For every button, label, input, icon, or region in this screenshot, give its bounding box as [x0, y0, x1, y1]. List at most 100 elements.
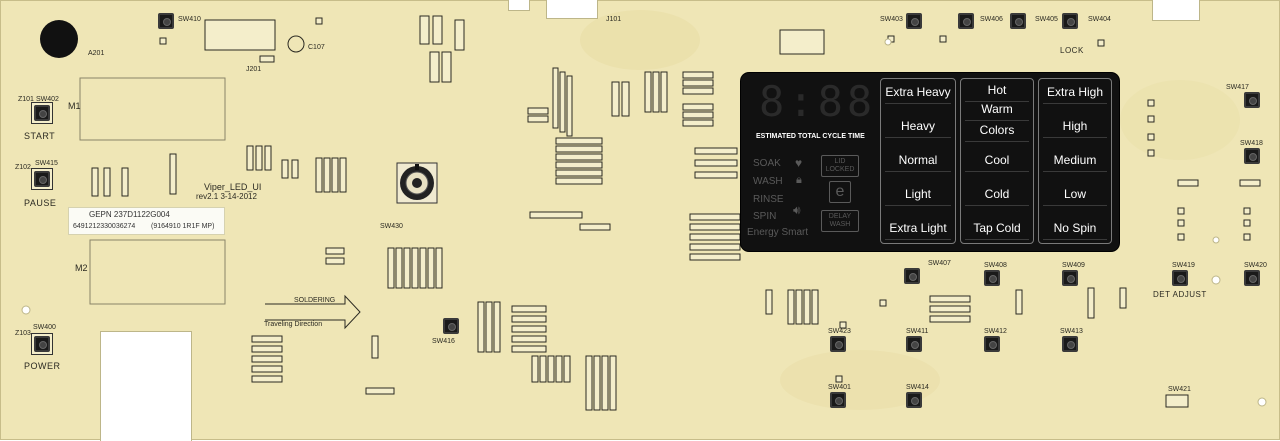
m2-label: M2 [75, 263, 88, 273]
switch-sw414[interactable] [906, 392, 922, 408]
temp-option[interactable]: Warm [961, 102, 1033, 121]
soak-indicator: SOAK [753, 158, 781, 169]
refdes-label: SW411 [906, 328, 929, 335]
temp-option[interactable]: Hot [961, 83, 1033, 102]
switch-sw407[interactable] [904, 268, 920, 284]
board-name: Viper_LED_UI [204, 182, 262, 192]
refdes-label: SW405 [1035, 16, 1058, 23]
refdes-label: SW417 [1226, 84, 1249, 91]
refdes-label: SW402 [36, 96, 59, 103]
temperature-column: Hot Warm Colors Cool Cold Tap Cold [960, 78, 1034, 244]
det-adjust-button[interactable] [1172, 270, 1188, 286]
refdes-label: J201 [246, 66, 262, 73]
soldering-label: SOLDERING [294, 297, 336, 304]
refdes-label: Z103 [15, 330, 31, 337]
switch-sw410[interactable] [158, 13, 174, 29]
refdes-label: SW420 [1244, 262, 1267, 269]
refdes-label: A201 [88, 50, 105, 57]
delay-wash-indicator: DELAY WASH [821, 210, 859, 232]
buzzer-component [40, 20, 78, 58]
switch-sw409[interactable] [1062, 270, 1078, 286]
switch-sw416[interactable] [443, 318, 459, 334]
cycle-time-label: ESTIMATED TOTAL CYCLE TIME [756, 133, 865, 140]
switch-sw413[interactable] [1062, 336, 1078, 352]
soil-option[interactable]: Extra Heavy [881, 85, 955, 104]
soil-level-column: Extra Heavy Heavy Normal Light Extra Lig… [880, 78, 956, 244]
refdes-label: SW416 [432, 338, 455, 345]
board-revision: rev2.1 3-14-2012 [196, 192, 257, 201]
refdes-label: SW407 [928, 260, 951, 267]
spin-option[interactable]: Extra High [1039, 85, 1111, 104]
refdes-label: SW403 [880, 16, 903, 23]
cycle-selector-knob[interactable] [395, 161, 439, 205]
part-number-tag: GEPN 237D1122G004 6491212330036274 (9164… [68, 207, 225, 235]
led-display-window: 8:88 ESTIMATED TOTAL CYCLE TIME SOAK WAS… [741, 73, 1119, 251]
switch-sw417[interactable] [1244, 92, 1260, 108]
lid-locked-indicator: LID LOCKED [821, 155, 859, 177]
refdes-label: SW409 [1062, 262, 1085, 269]
speaker-icon: 🔊︎ [793, 203, 801, 217]
start-button[interactable] [34, 105, 50, 121]
switch-sw423[interactable] [830, 336, 846, 352]
lot-number: (9164910 1R1F MP) [151, 223, 215, 230]
temp-option[interactable]: Cold [961, 187, 1033, 206]
refdes-label: SW404 [1088, 16, 1111, 23]
heart-icon: ♥ [795, 156, 803, 170]
switch-sw406[interactable] [958, 13, 974, 29]
time-digits: 8:88 [759, 77, 877, 126]
temp-option[interactable]: Tap Cold [961, 221, 1033, 240]
refdes-label: SW415 [35, 160, 58, 167]
switch-sw420[interactable] [1244, 270, 1260, 286]
refdes-label: SW412 [984, 328, 1007, 335]
switch-sw418[interactable] [1244, 148, 1260, 164]
power-label: POWER [24, 361, 61, 371]
part-number: GEPN 237D1122G004 [89, 210, 170, 219]
refdes-label: SW419 [1172, 262, 1195, 269]
switch-sw411[interactable] [906, 336, 922, 352]
det-adjust-label: DET ADJUST [1153, 290, 1207, 299]
spin-option[interactable]: Low [1039, 187, 1111, 206]
spin-option[interactable]: High [1039, 119, 1111, 138]
refdes-label: SW430 [380, 223, 403, 230]
soil-option[interactable]: Normal [881, 153, 955, 172]
lock-label: LOCK [1060, 46, 1084, 55]
spin-option[interactable]: Medium [1039, 153, 1111, 172]
traveling-direction-label: Traveling Direction [264, 321, 323, 328]
m1-label: M1 [68, 101, 81, 111]
start-label: START [24, 131, 56, 141]
refdes-label: SW408 [984, 262, 1007, 269]
wash-indicator: WASH [753, 176, 783, 187]
lock-button[interactable] [1062, 13, 1078, 29]
refdes-label: Z101 [18, 96, 34, 103]
refdes-label: SW413 [1060, 328, 1083, 335]
refdes-label: SW406 [980, 16, 1003, 23]
refdes-label: C107 [308, 44, 325, 51]
refdes-label: SW410 [178, 16, 201, 23]
switch-sw405[interactable] [1010, 13, 1026, 29]
pause-label: PAUSE [24, 198, 57, 208]
soil-option[interactable]: Heavy [881, 119, 955, 138]
refdes-label: SW400 [33, 324, 56, 331]
serial-number: 6491212330036274 [73, 223, 136, 230]
board-cutout [100, 331, 192, 441]
refdes-label: SW418 [1240, 140, 1263, 147]
power-button[interactable] [34, 336, 50, 352]
soil-option[interactable]: Light [881, 187, 955, 206]
spin-indicator: SPIN [753, 211, 777, 222]
temp-option[interactable]: Colors [961, 123, 1033, 142]
spin-speed-column: Extra High High Medium Low No Spin [1038, 78, 1112, 244]
switch-sw401[interactable] [830, 392, 846, 408]
temp-option[interactable]: Cool [961, 153, 1033, 172]
spin-option[interactable]: No Spin [1039, 221, 1111, 240]
board-notch [508, 0, 530, 11]
switch-sw403[interactable] [906, 13, 922, 29]
e-icon: e [829, 181, 851, 203]
soil-option[interactable]: Extra Light [881, 221, 955, 240]
switch-sw412[interactable] [984, 336, 1000, 352]
pause-button[interactable] [34, 171, 50, 187]
refdes-label: SW421 [1168, 386, 1191, 393]
refdes-label: SW414 [906, 384, 929, 391]
board-notch [546, 0, 598, 19]
switch-sw408[interactable] [984, 270, 1000, 286]
